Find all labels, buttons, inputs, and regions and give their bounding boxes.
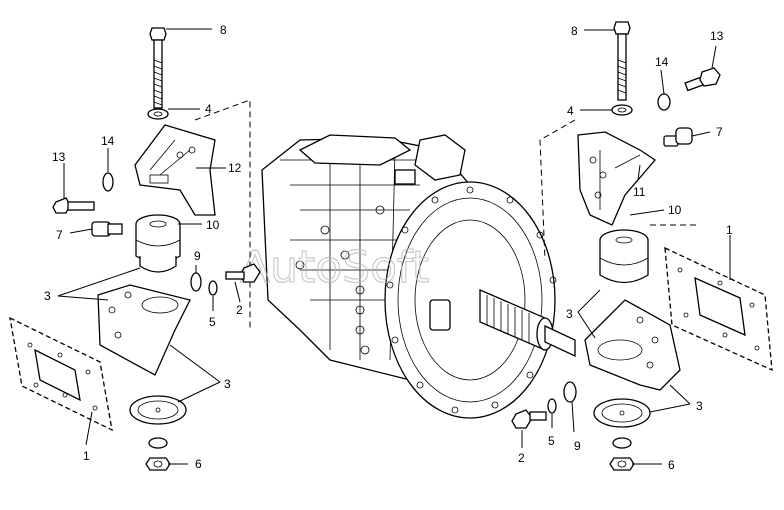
- right-bolt-2: [511, 409, 547, 429]
- left-leader-lines: [57, 28, 241, 465]
- right-washer-4: [611, 104, 633, 116]
- left-washer-14: [102, 172, 114, 192]
- right-mount-10: [599, 229, 649, 284]
- callout-right-1: 1: [726, 223, 733, 237]
- callout-right-4: 4: [567, 104, 574, 118]
- right-bracket-11: [577, 131, 656, 226]
- left-bracket-12: [134, 124, 216, 216]
- callout-right-10: 10: [668, 203, 682, 217]
- bell-housing: [384, 181, 557, 419]
- right-bracket-3: [584, 299, 681, 391]
- callout-right-11: 11: [633, 185, 646, 199]
- left-alignment-line: [194, 99, 251, 330]
- right-alignment-line: [539, 119, 576, 261]
- right-washer-plate-3: [593, 398, 651, 428]
- callout-right-3a: 3: [566, 307, 573, 321]
- right-washers-5-9: [547, 381, 577, 414]
- callout-right-8: 8: [571, 24, 578, 38]
- callout-left-2: 2: [236, 303, 243, 317]
- right-nut-6: [609, 457, 635, 471]
- callout-left-14: 14: [101, 134, 115, 148]
- left-nut-6: [145, 457, 171, 471]
- left-washer-plate-3: [129, 395, 187, 425]
- callout-left-9: 9: [194, 249, 201, 263]
- callout-right-5: 5: [548, 434, 555, 448]
- right-washer-14: [657, 93, 671, 111]
- left-washers-9-5: [190, 272, 218, 296]
- callout-right-3b: 3: [696, 399, 703, 413]
- callout-left-13: 13: [52, 150, 66, 164]
- right-bolt-13: [684, 67, 721, 92]
- left-bolt-8: [149, 27, 167, 109]
- callout-left-12: 12: [228, 161, 242, 175]
- callout-right-9: 9: [574, 439, 581, 453]
- callout-left-4: 4: [205, 102, 212, 116]
- callout-left-7: 7: [56, 228, 63, 242]
- callout-right-14: 14: [655, 55, 669, 69]
- right-leader-lines: [521, 29, 731, 465]
- callout-right-13: 13: [710, 29, 724, 43]
- left-bracket-3: [97, 284, 191, 376]
- watermark-text: AutoSoft: [240, 242, 429, 293]
- right-washer-small: [612, 437, 632, 449]
- right-plate-1: [664, 246, 773, 372]
- left-mount-10: [135, 214, 181, 273]
- left-bolt-13: [52, 197, 95, 214]
- callout-left-5: 5: [209, 315, 216, 329]
- callout-left-3b: 3: [224, 377, 231, 391]
- callout-left-1: 1: [83, 449, 90, 463]
- input-shaft: [479, 289, 576, 358]
- left-bolt-2: [225, 263, 261, 283]
- callout-right-7: 7: [716, 125, 723, 139]
- callout-left-6: 6: [195, 457, 202, 471]
- right-bolt-7: [663, 127, 693, 147]
- callout-left-10: 10: [206, 218, 220, 232]
- right-bolt-8: [613, 21, 631, 101]
- left-washer-small: [148, 437, 168, 449]
- left-washer-4: [147, 108, 169, 120]
- callout-left-3a: 3: [44, 289, 51, 303]
- left-plate-1: [9, 316, 113, 432]
- left-bolt-7: [91, 221, 123, 237]
- callout-right-6: 6: [668, 458, 675, 472]
- callout-right-2: 2: [518, 451, 525, 465]
- callout-left-8: 8: [220, 23, 227, 37]
